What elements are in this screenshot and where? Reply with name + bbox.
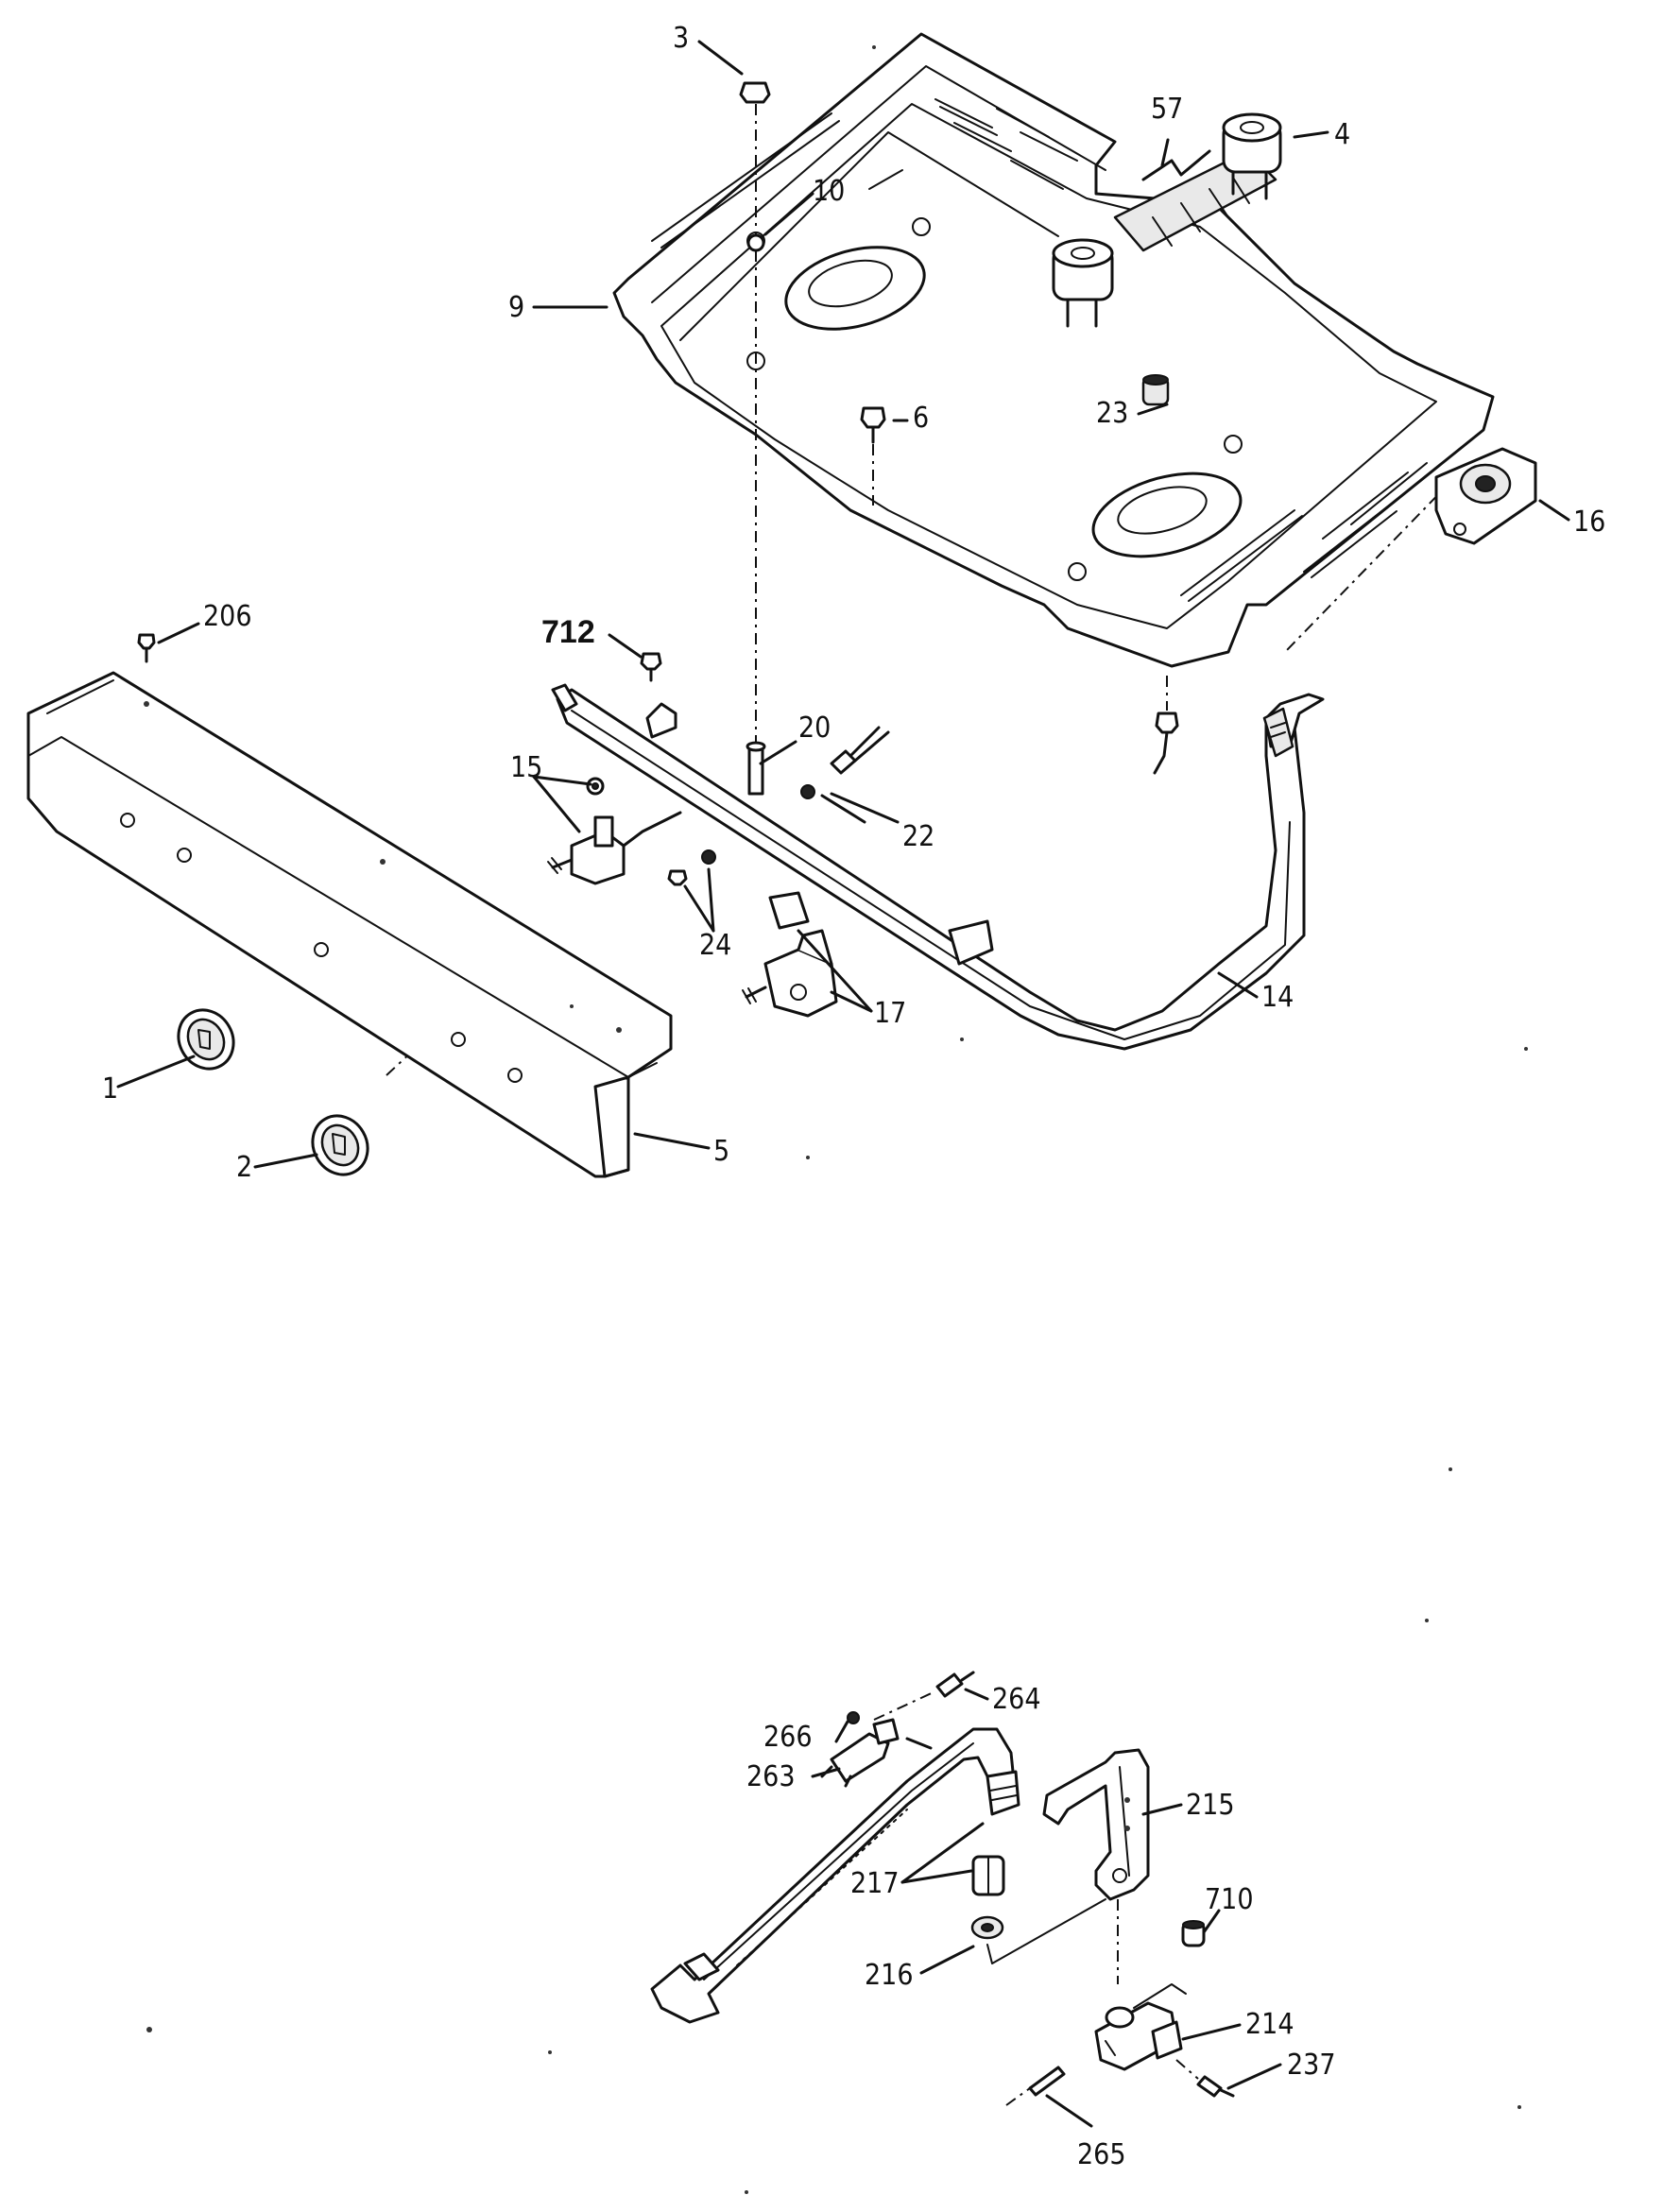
oven-burner-tube: [650, 1727, 1020, 2024]
electrode-22: [800, 726, 890, 799]
screw-206: [137, 633, 156, 663]
gasket-center: [591, 782, 599, 790]
wire-bottom: [1153, 730, 1169, 775]
leader-lines: [116, 40, 1570, 2128]
callout-710: 710: [1205, 1883, 1254, 1916]
callout-206: 206: [203, 600, 252, 633]
spark-igniter-upper: [1222, 112, 1282, 200]
callout-266: 266: [763, 1721, 813, 1754]
control-panel-5: [26, 671, 673, 1178]
nut-216: [970, 1915, 1004, 1940]
callout-2: 2: [236, 1151, 252, 1184]
screw-3: [739, 81, 771, 104]
line-264: [873, 1690, 936, 1721]
nut-10: [746, 233, 765, 252]
scan-specks: [146, 45, 1528, 2194]
callout-214: 214: [1245, 2008, 1294, 2041]
manifold-14: [551, 683, 1325, 1051]
callout-20: 20: [798, 712, 831, 745]
screw-712: [640, 652, 662, 682]
cap-710: [1181, 1920, 1206, 1947]
line-216: [986, 1898, 1106, 1964]
callout-6: 6: [913, 402, 929, 435]
callout-22: 22: [902, 820, 934, 853]
fitting-237: [1175, 2059, 1235, 2098]
callout-17: 17: [874, 997, 906, 1030]
pipe-265: [1005, 2066, 1066, 2106]
wire-214: [1133, 1983, 1187, 2009]
tube-20: [746, 741, 766, 796]
sleeve-217: [971, 1855, 1005, 1896]
callout-15: 15: [510, 751, 542, 784]
callout-23: 23: [1096, 397, 1128, 430]
callout-24: 24: [699, 929, 731, 962]
pressure-regulator-214: [1094, 2001, 1183, 2071]
callout-216: 216: [865, 1959, 914, 1992]
burner-valve-15: [547, 811, 682, 885]
knob-2: [311, 1114, 369, 1176]
screw-6: [860, 406, 886, 444]
knob-1: [177, 1008, 235, 1071]
callout-9: 9: [508, 291, 524, 324]
pilot-assembly-263: [820, 1718, 933, 1788]
callout-264: 264: [992, 1683, 1041, 1716]
connector-264: [935, 1671, 975, 1698]
orifice-bracket-16: [1434, 447, 1537, 545]
callout-265: 265: [1077, 2138, 1126, 2171]
callout-10: 10: [813, 175, 845, 208]
orifice-23: [1141, 374, 1170, 406]
valve-17: [742, 891, 838, 1018]
callout-14: 14: [1261, 981, 1294, 1014]
callout-237: 237: [1287, 2049, 1336, 2082]
burner-pan: [612, 32, 1495, 668]
callout-712: 712: [541, 614, 595, 650]
callout-16: 16: [1573, 506, 1605, 539]
callout-263: 263: [746, 1760, 796, 1793]
callout-3: 3: [673, 22, 689, 55]
callout-215: 215: [1186, 1789, 1235, 1822]
callout-labels: 3 10 9 57 4 6 23 16 206 712 15 20 22 24 …: [102, 22, 1605, 2171]
nut-266: [847, 1711, 860, 1724]
screws-24: [667, 849, 716, 886]
callout-57: 57: [1151, 93, 1183, 126]
callout-217: 217: [850, 1867, 900, 1900]
spark-igniter-lower: [1052, 238, 1114, 328]
callout-5: 5: [713, 1135, 729, 1168]
callout-1: 1: [102, 1072, 118, 1106]
screw-bottom: [1155, 712, 1179, 734]
bracket-215: [1042, 1748, 1150, 1901]
callout-4: 4: [1334, 118, 1350, 151]
